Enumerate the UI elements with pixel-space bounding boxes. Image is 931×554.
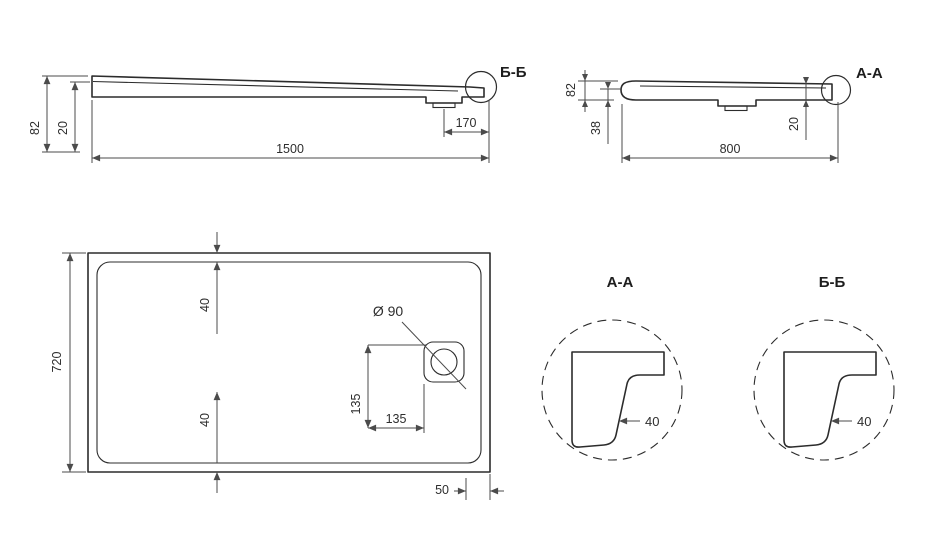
dim-text-rim-bottom: 40 xyxy=(198,413,212,427)
drain-trap-fitting xyxy=(432,102,456,109)
arrow-down xyxy=(803,77,809,84)
dim-text-rim-bb: 20 xyxy=(56,121,70,135)
dim-text-wall-aa: 40 xyxy=(645,414,659,429)
drain-leader-line xyxy=(401,321,467,390)
plan-view: Ø 90 720 40 40 135 135 50 xyxy=(50,232,504,500)
dim-text-height-bb: 82 xyxy=(28,121,42,135)
detail-boundary-circle-aa xyxy=(541,319,683,461)
detail-boundary-circle-bb xyxy=(753,319,895,461)
tray-inner-slope-line xyxy=(92,80,459,92)
dim-text-wall-bb: 40 xyxy=(857,414,871,429)
tray-profile-side-aa xyxy=(620,80,833,107)
detail-bb: Б-Б 40 xyxy=(753,274,895,461)
dim-text-length: 1500 xyxy=(276,142,304,156)
tray-inner-line xyxy=(639,85,827,89)
detail-label-bb: Б-Б xyxy=(819,274,846,291)
drain-diameter-label: Ø 90 xyxy=(373,303,404,319)
dim-text-drain-horizontal: 135 xyxy=(386,412,407,426)
dim-text-rim-top: 40 xyxy=(198,298,212,312)
detail-callout-circle-bb xyxy=(464,70,498,104)
arrow-up xyxy=(605,100,611,107)
tray-inner-floor-edge xyxy=(96,261,482,464)
side-view-aa: A-A 82 38 20 800 xyxy=(564,65,883,163)
dim-text-rim-aa: 20 xyxy=(787,117,801,131)
arrow-up xyxy=(582,100,588,107)
drain-hole-circle xyxy=(430,348,458,376)
section-label-aa: A-A xyxy=(856,65,883,82)
detail-label-aa: A-A xyxy=(607,274,634,291)
detail-aa: A-A 40 xyxy=(541,274,683,461)
arrow-down xyxy=(605,82,611,89)
drain-trap-fitting xyxy=(724,105,748,112)
side-view-bb: Б-Б 82 20 1500 170 xyxy=(28,64,527,163)
tray-profile-side-bb xyxy=(91,75,485,104)
dim-text-depth: 720 xyxy=(50,352,64,373)
arrow-up xyxy=(803,100,809,107)
dim-text-depth-aa: 38 xyxy=(589,121,603,135)
section-label-bb: Б-Б xyxy=(500,64,527,81)
arrow-down xyxy=(582,74,588,81)
dim-text-corner: 50 xyxy=(435,483,449,497)
drain-square xyxy=(423,341,465,383)
dim-text-width: 800 xyxy=(720,142,741,156)
rim-section-profile-bb xyxy=(783,351,877,448)
tray-outer-edge xyxy=(87,252,491,473)
dim-text-height-aa: 82 xyxy=(564,83,578,97)
detail-callout-circle-aa xyxy=(820,74,852,106)
dim-text-drain-offset: 170 xyxy=(456,116,477,130)
rim-section-profile-aa xyxy=(571,351,665,448)
dim-text-drain-vertical: 135 xyxy=(349,394,363,415)
